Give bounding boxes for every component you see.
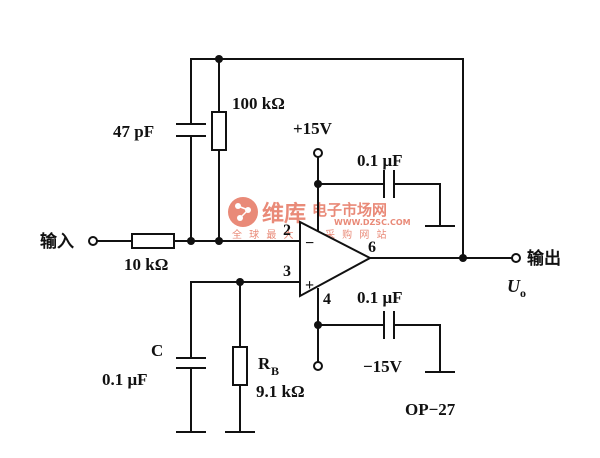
cap-vneg-label: 0.1 μF bbox=[357, 288, 403, 307]
svg-text:B: B bbox=[271, 364, 279, 378]
vpos-label: +15V bbox=[293, 119, 333, 138]
r-feedback-label: 100 kΩ bbox=[232, 94, 285, 113]
capacitor-bias bbox=[176, 357, 206, 369]
opamp-symbol bbox=[299, 220, 373, 298]
rb-name-label: R B bbox=[258, 354, 279, 378]
rb-value-label: 9.1 kΩ bbox=[256, 382, 305, 401]
resistor-input bbox=[131, 233, 175, 249]
svg-text:U: U bbox=[507, 276, 521, 296]
output-terminal bbox=[511, 253, 521, 263]
opamp-noninv-sign: + bbox=[305, 277, 314, 294]
pin-6-label: 6 bbox=[368, 239, 376, 256]
part-label: OP−27 bbox=[405, 400, 456, 419]
resistor-feedback bbox=[211, 111, 227, 151]
watermark-site: 电子市场网 bbox=[312, 201, 387, 219]
svg-text:R: R bbox=[258, 354, 271, 373]
svg-text:o: o bbox=[520, 286, 526, 300]
input-terminal bbox=[88, 236, 98, 246]
capacitor-vpos bbox=[383, 170, 395, 198]
vpos-terminal bbox=[313, 148, 323, 158]
r-input-label: 10 kΩ bbox=[124, 255, 168, 274]
output-label: 输出 bbox=[527, 248, 561, 269]
input-label: 输入 bbox=[40, 231, 74, 252]
output-voltage-label: U o bbox=[507, 276, 526, 300]
watermark-logo-icon bbox=[228, 197, 258, 227]
c-bias-name-label: C bbox=[151, 341, 163, 360]
pin-2-label: 2 bbox=[283, 222, 291, 239]
cap-vpos-label: 0.1 μF bbox=[357, 151, 403, 170]
c-bias-value-label: 0.1 μF bbox=[102, 370, 148, 389]
pin-3-label: 3 bbox=[283, 263, 291, 280]
capacitor-vneg bbox=[383, 311, 395, 339]
resistor-rb bbox=[232, 346, 248, 386]
opamp-inv-sign: − bbox=[305, 235, 314, 252]
junctions bbox=[187, 55, 467, 329]
vneg-label: −15V bbox=[363, 357, 403, 376]
vneg-terminal bbox=[313, 361, 323, 371]
watermark-url: WWW.DZSC.COM bbox=[334, 218, 411, 227]
c-feedback-label: 47 pF bbox=[113, 122, 154, 141]
wires bbox=[97, 58, 512, 433]
watermark-brand: 维库 bbox=[262, 201, 306, 227]
capacitor-feedback bbox=[176, 123, 206, 137]
pin-4-label: 4 bbox=[323, 291, 331, 308]
